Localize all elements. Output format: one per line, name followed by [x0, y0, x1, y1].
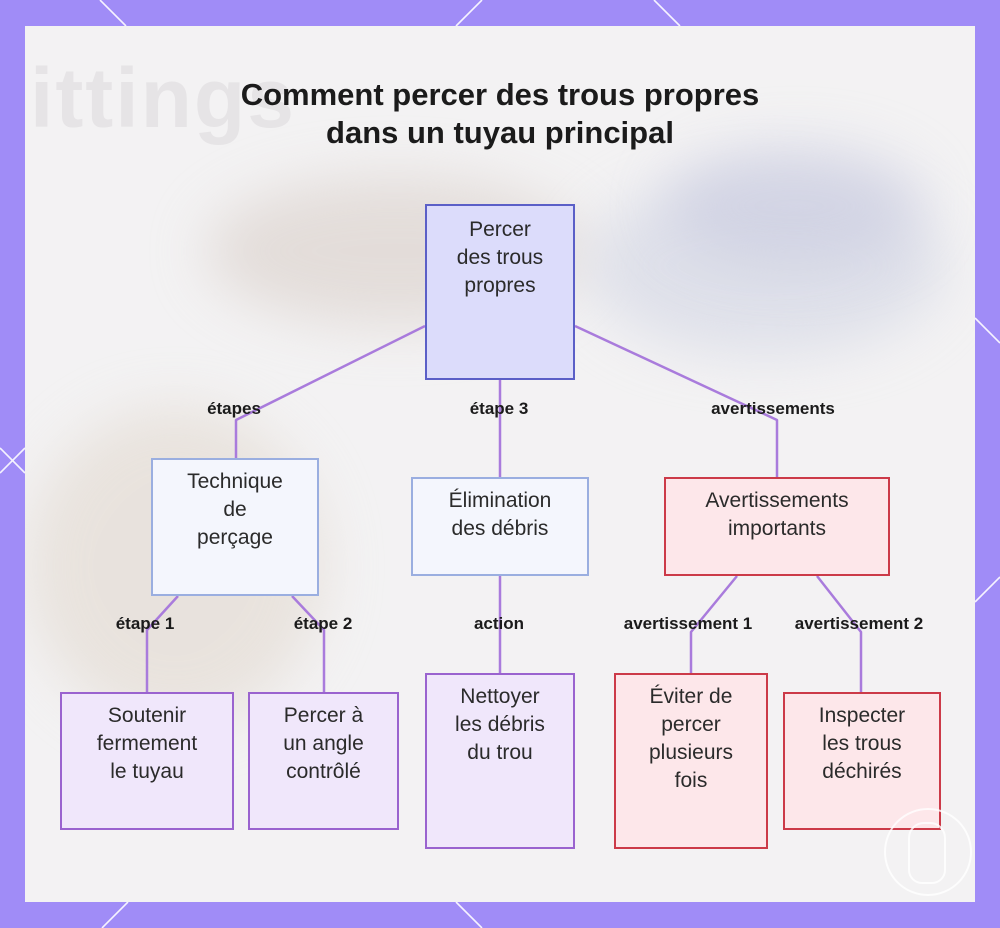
- node-elimination-label: Élimination des débris: [448, 489, 552, 540]
- edge-etape1: [145, 595, 179, 692]
- node-soutenir: Soutenir fermement le tuyau: [60, 692, 234, 830]
- node-avertissements-label: Avertissements importants: [705, 489, 849, 540]
- edge-label-etape1: étape 1: [115, 614, 175, 633]
- edge-etapes: [234, 324, 426, 458]
- background-word: ittings: [30, 51, 296, 145]
- node-eviter-label: Éviter de percer plusieurs fois: [648, 685, 734, 792]
- edge-avertissement1: [689, 575, 738, 673]
- edge-etape2: [291, 595, 326, 692]
- title-line-2: dans un tuyau principal: [326, 115, 674, 150]
- edge-label-etape2: étape 2: [293, 614, 353, 633]
- edge-avertissement2: [816, 575, 863, 692]
- node-angle: Percer à un angle contrôlé: [248, 692, 399, 830]
- title-line-1: Comment percer des trous propres: [240, 77, 760, 112]
- node-angle-label: Percer à un angle contrôlé: [283, 704, 364, 783]
- edge-label-avertissement2: avertissement 2: [794, 614, 924, 633]
- edge-label-action: action: [473, 614, 525, 633]
- page-title: Comment percer des trous propres dans un…: [0, 76, 1000, 152]
- node-avertissements: Avertissements importants: [664, 477, 890, 576]
- node-nettoyer-label: Nettoyer les débris du trou: [455, 685, 545, 764]
- node-inspecter: Inspecter les trous déchirés: [783, 692, 941, 830]
- node-nettoyer: Nettoyer les débris du trou: [425, 673, 575, 849]
- edge-label-avertissement1: avertissement 1: [623, 614, 753, 633]
- background-blur: [665, 146, 925, 266]
- node-inspecter-label: Inspecter les trous déchirés: [818, 704, 906, 783]
- node-elimination: Élimination des débris: [411, 477, 589, 576]
- edge-label-etapes: étapes: [207, 399, 261, 418]
- edge-label-etape3: étape 3: [469, 399, 529, 418]
- node-technique: Technique de perçage: [151, 458, 319, 596]
- edge-label-avertissements: avertissements: [711, 399, 835, 418]
- node-technique-label: Technique de perçage: [187, 470, 283, 549]
- node-root: Percer des trous propres: [425, 204, 575, 380]
- watermark-figure-icon: [908, 822, 946, 884]
- node-root-label: Percer des trous propres: [456, 218, 544, 297]
- watermark-icon: [884, 808, 972, 896]
- node-soutenir-label: Soutenir fermement le tuyau: [96, 704, 198, 783]
- node-eviter: Éviter de percer plusieurs fois: [614, 673, 768, 849]
- edge-avertissements: [574, 324, 779, 477]
